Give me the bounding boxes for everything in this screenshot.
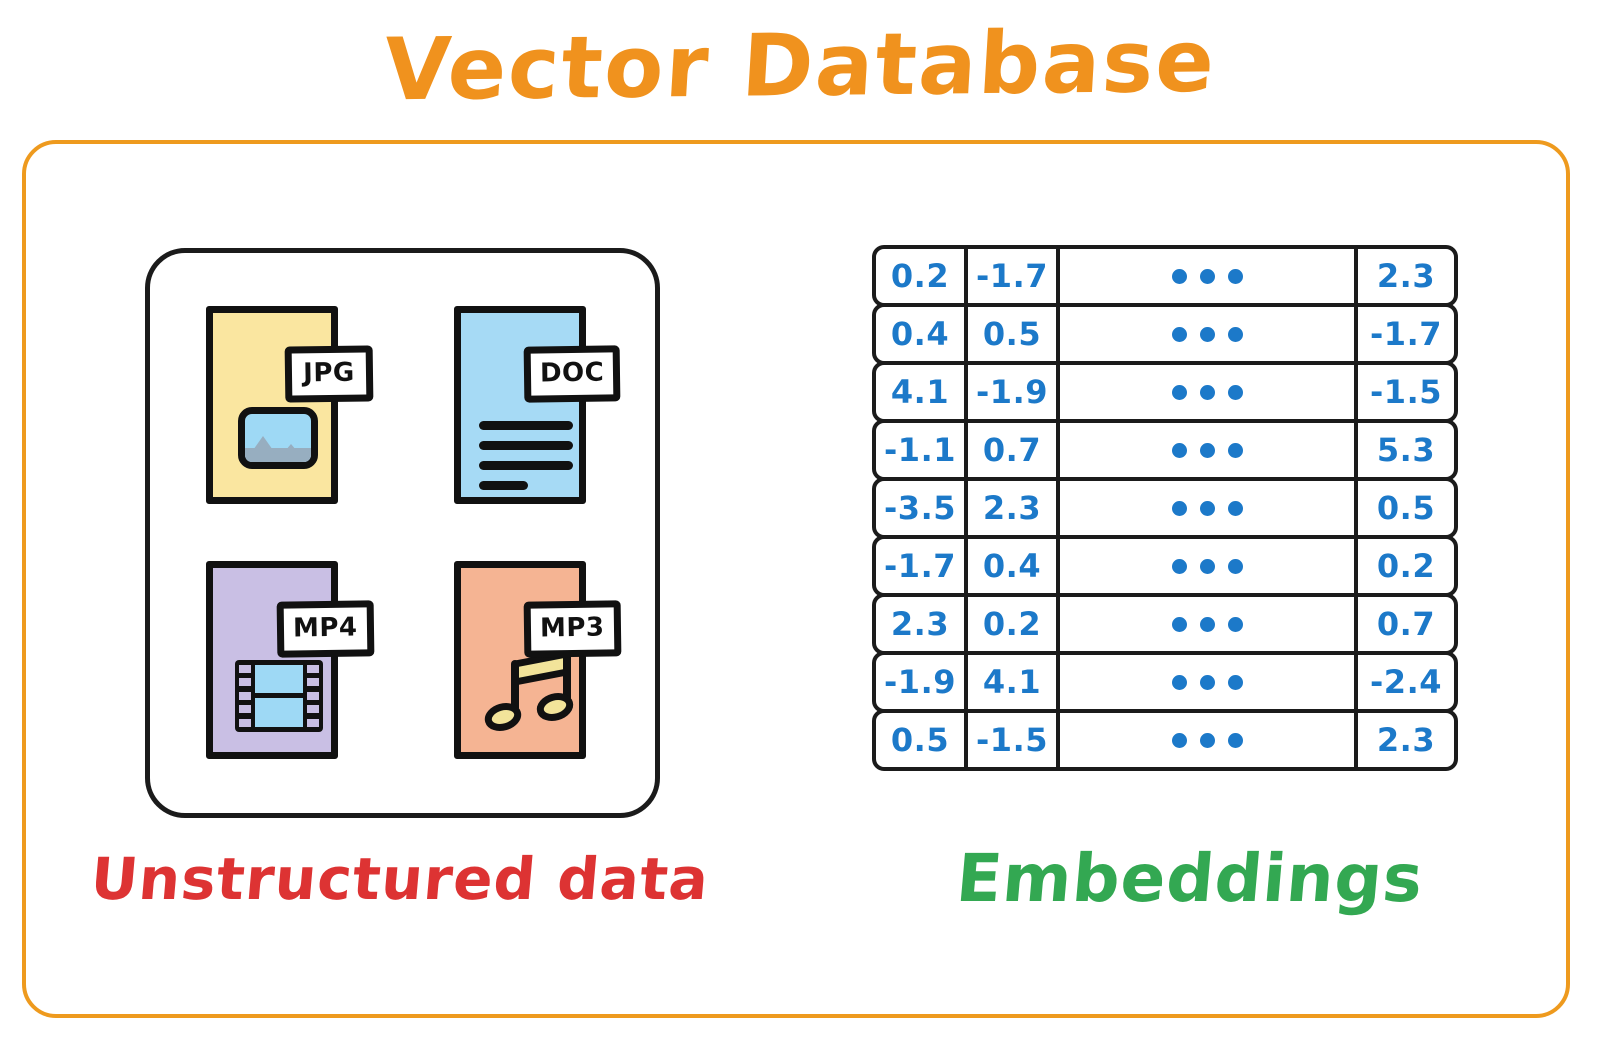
ellipsis-icon: [1060, 423, 1358, 477]
embedding-value: 0.2: [968, 597, 1060, 651]
page-title: Vector Database: [381, 11, 1219, 121]
embedding-value: 0.5: [876, 713, 968, 767]
embedding-value: 0.2: [1376, 547, 1436, 585]
embedding-value: -1.9: [968, 365, 1060, 419]
ellipsis-icon: [1060, 597, 1358, 651]
doc-sheet: [453, 305, 586, 504]
ellipsis-icon: [1060, 655, 1358, 709]
embedding-value: 0.7: [968, 423, 1060, 477]
file-card-jpg[interactable]: JPG: [206, 305, 374, 506]
embeddings-caption: Embeddings: [953, 840, 1427, 917]
embedding-row: 4.1-1.9 -1.5: [872, 361, 1458, 423]
unstructured-data-container: [145, 248, 660, 818]
mp3-sheet: [453, 560, 586, 759]
embedding-value: 4.1: [876, 365, 968, 419]
embedding-value: 0.7: [1376, 605, 1436, 643]
embedding-value: -1.7: [968, 249, 1060, 303]
lines-icon: [478, 420, 573, 501]
ellipsis-icon: [1060, 249, 1358, 303]
embedding-value: 0.2: [876, 249, 968, 303]
file-card-doc[interactable]: DOC: [453, 305, 622, 506]
embedding-value: 2.3: [876, 597, 968, 651]
film-icon: [235, 659, 324, 732]
embedding-row: 0.5-1.5 2.3: [872, 709, 1458, 771]
embedding-value: 2.3: [968, 481, 1060, 535]
embedding-value: 2.3: [1376, 257, 1436, 295]
embedding-value: -3.5: [876, 481, 968, 535]
jpg-sheet: [206, 305, 339, 504]
music-icon: [481, 646, 577, 734]
embedding-value: 0.4: [968, 539, 1060, 593]
embedding-value: -1.5: [968, 713, 1060, 767]
embedding-value: 4.1: [968, 655, 1060, 709]
ellipsis-icon: [1060, 307, 1358, 361]
embedding-value: -2.4: [1370, 663, 1442, 701]
embedding-value: -1.5: [1370, 373, 1442, 411]
embedding-value: -1.7: [876, 539, 968, 593]
file-grid: JPG DOC MP4: [145, 248, 660, 818]
embedding-value: -1.1: [876, 423, 968, 477]
file-card-mp4[interactable]: MP4: [206, 560, 374, 761]
mp4-extension-label: MP4: [276, 599, 374, 658]
ellipsis-icon: [1060, 481, 1358, 535]
file-card-mp3[interactable]: MP3: [453, 560, 622, 761]
ellipsis-icon: [1060, 713, 1358, 767]
embedding-value: -1.7: [1370, 315, 1442, 353]
ellipsis-icon: [1060, 365, 1358, 419]
image-icon: [238, 406, 319, 469]
embedding-value: -1.9: [876, 655, 968, 709]
embedding-row: 0.2-1.7 2.3: [872, 245, 1458, 307]
embedding-value: 5.3: [1376, 431, 1436, 469]
unstructured-data-caption: Unstructured data: [87, 845, 713, 913]
doc-extension-label: DOC: [524, 344, 622, 403]
embedding-value: 0.5: [1376, 489, 1436, 527]
embedding-value: 2.3: [1376, 721, 1436, 759]
mp3-extension-label: MP3: [523, 599, 622, 658]
mp4-sheet: [206, 560, 339, 759]
ellipsis-icon: [1060, 539, 1358, 593]
jpg-extension-label: JPG: [284, 344, 374, 403]
embedding-value: 0.4: [876, 307, 968, 361]
embedding-value: 0.5: [968, 307, 1060, 361]
